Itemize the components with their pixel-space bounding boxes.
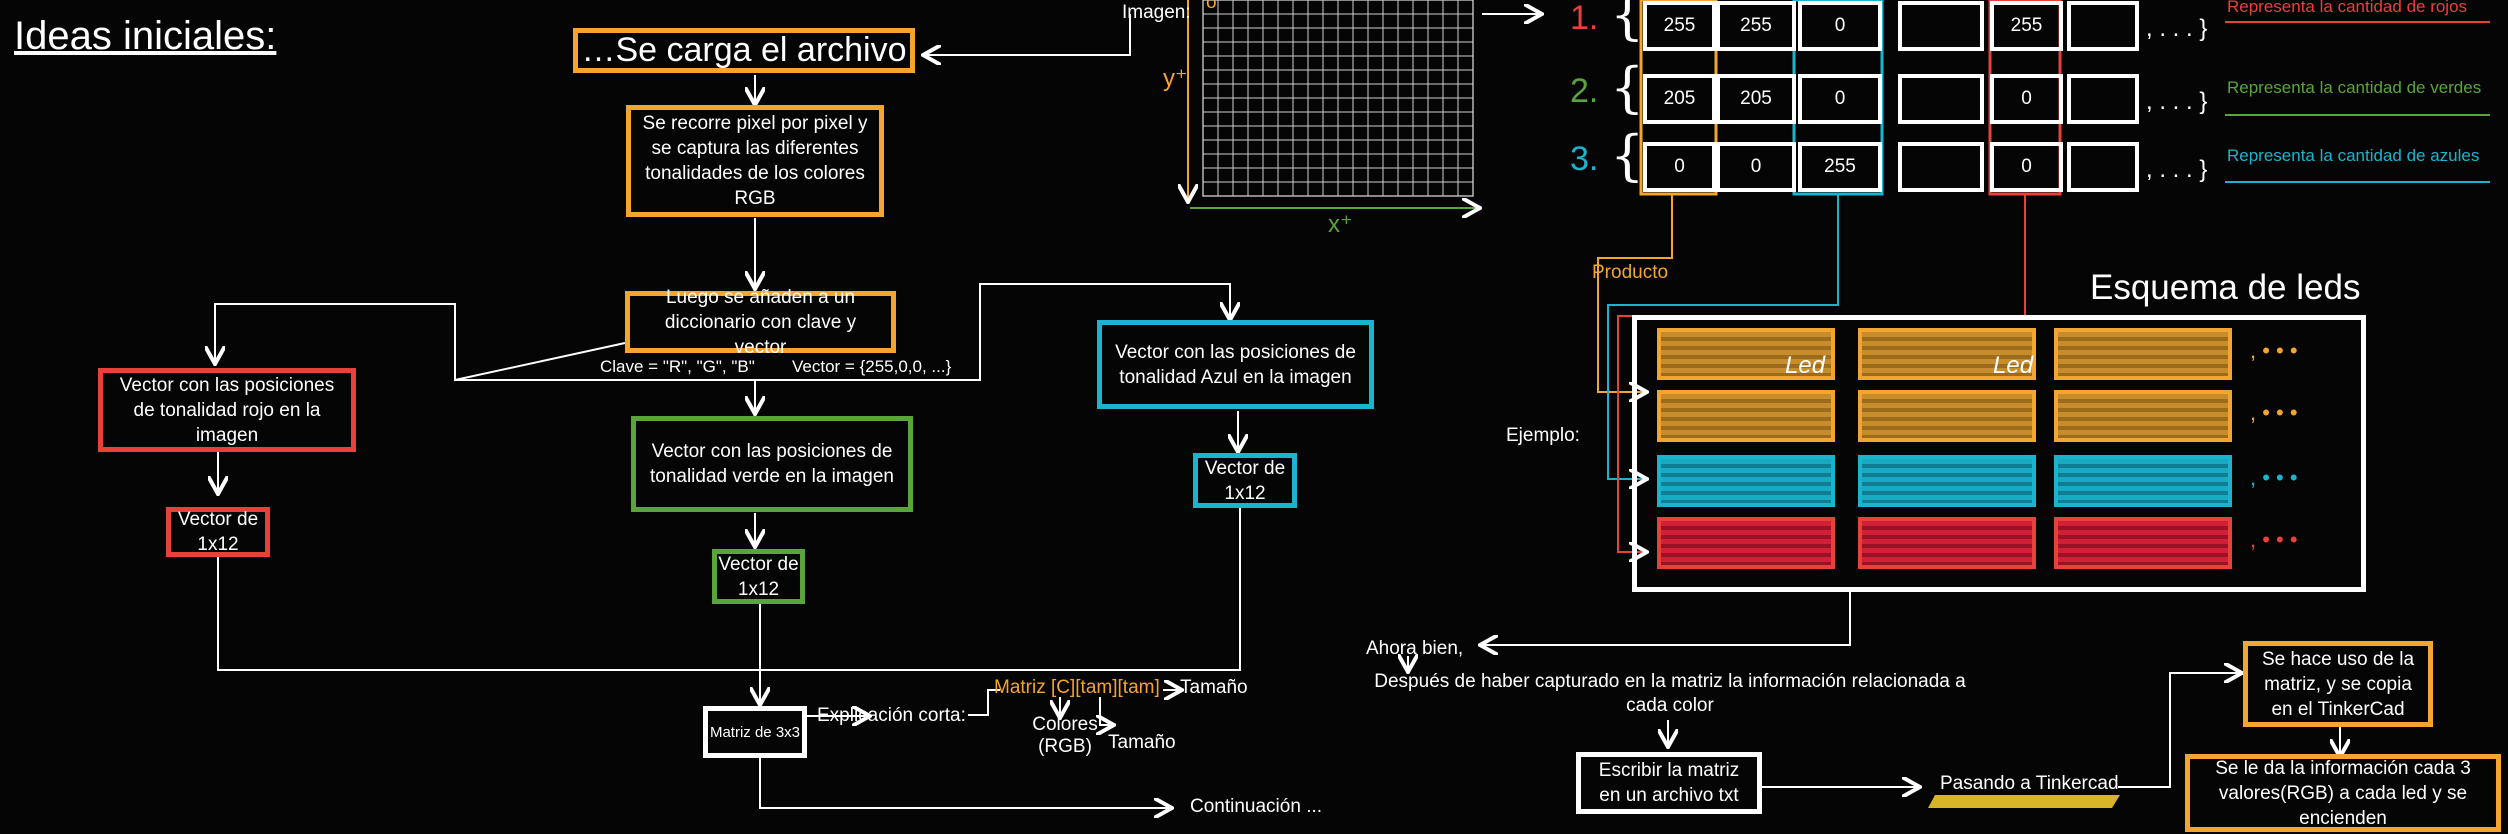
scan-pixels-box: Se recorre pixel por pixel y se captura … [626, 105, 884, 217]
led-continuation-dots: , • • • [2250, 527, 2298, 552]
led-continuation-dots: , • • • [2250, 338, 2298, 363]
load-file-text: …Se carga el archivo [581, 31, 907, 69]
row-description: Representa la cantidad de rojos [2227, 0, 2468, 16]
led [1657, 517, 1835, 569]
ahora-label: Ahora bien, [1366, 638, 1464, 659]
matrix-expression: Matriz [C][tam][tam] [994, 677, 1160, 698]
matrix-box: Matriz de 3x3 [703, 706, 807, 758]
vector-red-text: Vector de 1x12 [177, 509, 259, 555]
dictionary-box: Luego se añaden a un diccionario con cla… [625, 287, 896, 358]
matrix-cell: 255 [1798, 142, 1882, 192]
led-scheme-frame [1632, 315, 2366, 592]
se-le-da-box: Se le da la información cada 3 valores(R… [2185, 754, 2501, 832]
led [1858, 328, 2036, 380]
matrix-cell: 255 [1990, 1, 2063, 51]
continuation-label: Continuación ... [1190, 796, 1323, 817]
vector-label: Vector = {255,0,0, ...} [792, 357, 952, 376]
dictionary-text: Luego se añaden a un diccionario con cla… [664, 286, 857, 358]
pasando-label: Pasando a Tinkercad [1940, 773, 2119, 794]
matrix-cell: 0 [1990, 142, 2063, 192]
short-explanation: Explicación corta: [817, 705, 966, 726]
colors-rgb-label: Colores (RGB) [1032, 714, 1098, 757]
led [2054, 390, 2232, 442]
escribir-text: Escribir la matriz en un archivo txt [1598, 760, 1740, 806]
matrix-cell: 255 [1643, 1, 1716, 51]
row-brace: { [1610, 0, 1645, 46]
row-tail: , . . . } [2146, 156, 2208, 183]
green-positions-text: Vector con las posiciones de tonalidad v… [649, 441, 894, 487]
row-tail: , . . . } [2146, 15, 2208, 42]
red-positions-text: Vector con las posiciones de tonalidad r… [119, 374, 335, 446]
key-label: Clave = "R", "G", "B" [600, 357, 755, 376]
matrix-cell [2067, 74, 2139, 124]
vector-green-text: Vector de 1x12 [718, 553, 799, 600]
led-continuation-dots: , • • • [2250, 400, 2298, 425]
row-description: Representa la cantidad de verdes [2227, 78, 2482, 97]
led [1858, 390, 2036, 442]
hace-uso-text: Se hace uso de la matriz, y se copia en … [2261, 648, 2415, 720]
row-brace: { [1610, 124, 1645, 187]
row-brace: { [1610, 56, 1645, 119]
matrix-cell [2067, 1, 2139, 51]
matrix-cell: 0 [1798, 1, 1882, 51]
matrix-text: Matriz de 3x3 [709, 723, 801, 741]
producto-label: Producto [1592, 262, 1669, 283]
row-number: 3. [1570, 140, 1599, 178]
led [2054, 517, 2232, 569]
matrix-cell: 205 [1643, 74, 1716, 124]
hace-uso-box: Se hace uso de la matriz, y se copia en … [2243, 641, 2433, 727]
matrix-cell: 0 [1990, 74, 2063, 124]
size-label-1: Tamaño [1180, 677, 1248, 698]
matrix-cell [2067, 142, 2139, 192]
axis-x-label: x⁺ [1328, 211, 1353, 238]
matrix-cell: 0 [1798, 74, 1882, 124]
led [2054, 328, 2232, 380]
led [1657, 328, 1835, 380]
red-positions-box: Vector con las posiciones de tonalidad r… [98, 368, 356, 452]
scan-pixels-text: Se recorre pixel por pixel y se captura … [642, 113, 868, 209]
led-tag-2: Led [1993, 352, 2034, 379]
image-label: Imagen: [1122, 2, 1191, 23]
size-label-2: Tamaño [1108, 732, 1176, 753]
blue-positions-box: Vector con las posiciones de tonalidad A… [1097, 320, 1374, 409]
matrix-cell: 0 [1643, 142, 1716, 192]
led [2054, 455, 2232, 507]
led-tag-1: Led [1785, 352, 1826, 379]
axis-y-label: y⁺ [1163, 65, 1188, 92]
vector-blue-text: Vector de 1x12 [1204, 457, 1286, 504]
matrix-cell [1898, 1, 1984, 51]
escribir-box: Escribir la matriz en un archivo txt [1576, 752, 1762, 814]
blue-positions-text: Vector con las posiciones de tonalidad A… [1115, 341, 1356, 388]
matrix-cell [1898, 74, 1984, 124]
led [1657, 390, 1835, 442]
ejemplo-label: Ejemplo: [1506, 425, 1580, 446]
load-file-box: …Se carga el archivo [573, 28, 915, 73]
row-description: Representa la cantidad de azules [2227, 146, 2480, 165]
matrix-cell: 205 [1716, 74, 1796, 124]
row-number: 2. [1570, 72, 1599, 110]
se-le-da-text: Se le da la información cada 3 valores(R… [2215, 757, 2471, 829]
esquema-title: Esquema de leds [2090, 268, 2361, 307]
matrix-cell: 0 [1716, 142, 1796, 192]
despues-text: Después de haber capturado en la matriz … [1374, 671, 1966, 716]
matrix-cell: 255 [1716, 1, 1796, 51]
led [1657, 455, 1835, 507]
axis-origin-label: o [1206, 0, 1217, 13]
led [1858, 455, 2036, 507]
led [1858, 517, 2036, 569]
vector-red-box: Vector de 1x12 [166, 507, 270, 557]
vector-blue-box: Vector de 1x12 [1193, 453, 1297, 508]
vector-green-box: Vector de 1x12 [712, 549, 805, 604]
green-positions-box: Vector con las posiciones de tonalidad v… [631, 416, 913, 512]
page-title: Ideas iniciales: [14, 14, 277, 58]
led-continuation-dots: , • • • [2250, 465, 2298, 490]
row-number: 1. [1570, 0, 1599, 37]
matrix-cell [1898, 142, 1984, 192]
row-tail: , . . . } [2146, 88, 2208, 115]
